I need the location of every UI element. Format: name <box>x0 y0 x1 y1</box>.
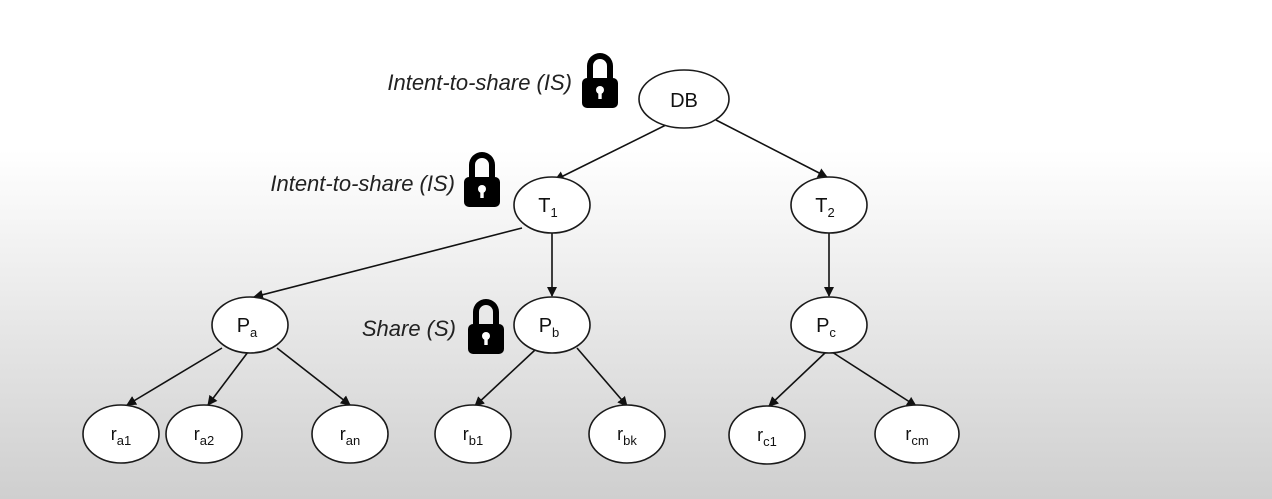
padlock-icon <box>468 299 504 354</box>
node-ran-label: r <box>340 424 346 444</box>
edge-db-t1 <box>554 119 677 181</box>
node-t2: T2 <box>790 176 868 234</box>
edge-t1-pa <box>253 227 523 300</box>
node-ra2-subscript: a2 <box>200 433 214 448</box>
node-rbk-subscript: bk <box>623 433 637 448</box>
node-pa-label: P <box>237 315 250 337</box>
svg-text:ra1: ra1 <box>111 424 131 448</box>
node-rbk-label: r <box>617 424 623 444</box>
padlock-icon <box>464 152 500 207</box>
svg-text:rb1: rb1 <box>463 424 483 448</box>
node-rc1-label: r <box>757 425 763 445</box>
node-rcm-subscript: cm <box>911 433 928 448</box>
svg-text:rc1: rc1 <box>757 425 777 449</box>
node-t1: T1 <box>513 176 591 234</box>
edge-pa-ran <box>276 347 351 406</box>
svg-text:Pa: Pa <box>237 315 258 340</box>
svg-text:Pc: Pc <box>816 315 836 340</box>
node-pc: Pc <box>790 296 868 354</box>
node-rbk: rbk <box>588 404 666 464</box>
edge-pb-rbk <box>576 347 628 407</box>
edge-db-t2 <box>715 119 828 178</box>
node-db: DB <box>638 69 730 129</box>
node-ran-subscript: an <box>346 433 360 448</box>
node-t1-subscript: 1 <box>550 205 557 220</box>
svg-text:DB: DB <box>670 90 698 112</box>
lock-annotation-t1: Intent-to-share (IS) <box>270 152 500 207</box>
svg-text:T1: T1 <box>538 195 557 220</box>
padlock-icon <box>582 53 618 108</box>
lock-label-pb: Share (S) <box>362 316 456 341</box>
node-rb1: rb1 <box>434 404 512 464</box>
lock-annotation-db: Intent-to-share (IS) <box>387 53 618 108</box>
edge-pc-rcm <box>831 351 917 407</box>
node-rcm-label: r <box>905 424 911 444</box>
node-pb: Pb <box>513 296 591 354</box>
lock-label-t1: Intent-to-share (IS) <box>270 171 455 196</box>
edge-pc-rc1 <box>768 351 827 407</box>
node-t2-subscript: 2 <box>827 205 834 220</box>
node-ra2: ra2 <box>165 404 243 464</box>
svg-text:rbk: rbk <box>617 424 637 448</box>
lock-annotation-pb: Share (S) <box>362 299 504 354</box>
node-pb-label: P <box>539 315 552 337</box>
node-rb1-label: r <box>463 424 469 444</box>
node-ran: ran <box>311 404 389 464</box>
node-rcm: rcm <box>874 404 960 464</box>
node-t1-label: T <box>538 195 550 217</box>
node-rc1-subscript: c1 <box>763 434 777 449</box>
node-ra1-label: r <box>111 424 117 444</box>
node-pb-subscript: b <box>552 325 559 340</box>
svg-text:ran: ran <box>340 424 360 448</box>
svg-text:rcm: rcm <box>905 424 928 448</box>
edge-pb-rb1 <box>474 349 536 407</box>
svg-text:Pb: Pb <box>539 315 560 340</box>
svg-text:T2: T2 <box>815 195 834 220</box>
node-ra1-subscript: a1 <box>117 433 131 448</box>
node-ra1: ra1 <box>82 404 160 464</box>
node-t2-label: T <box>815 195 827 217</box>
node-pa: Pa <box>211 296 289 354</box>
lock-label-db: Intent-to-share (IS) <box>387 70 572 95</box>
node-pa-subscript: a <box>250 325 258 340</box>
node-ra2-label: r <box>194 424 200 444</box>
node-db-label: DB <box>670 90 698 112</box>
node-rb1-subscript: b1 <box>469 433 483 448</box>
svg-text:ra2: ra2 <box>194 424 214 448</box>
edges <box>126 119 917 407</box>
node-pc-subscript: c <box>829 325 836 340</box>
node-rc1: rc1 <box>728 405 806 465</box>
edge-pa-ra1 <box>126 347 223 406</box>
node-pc-label: P <box>816 315 829 337</box>
edge-pa-ra2 <box>207 351 249 406</box>
